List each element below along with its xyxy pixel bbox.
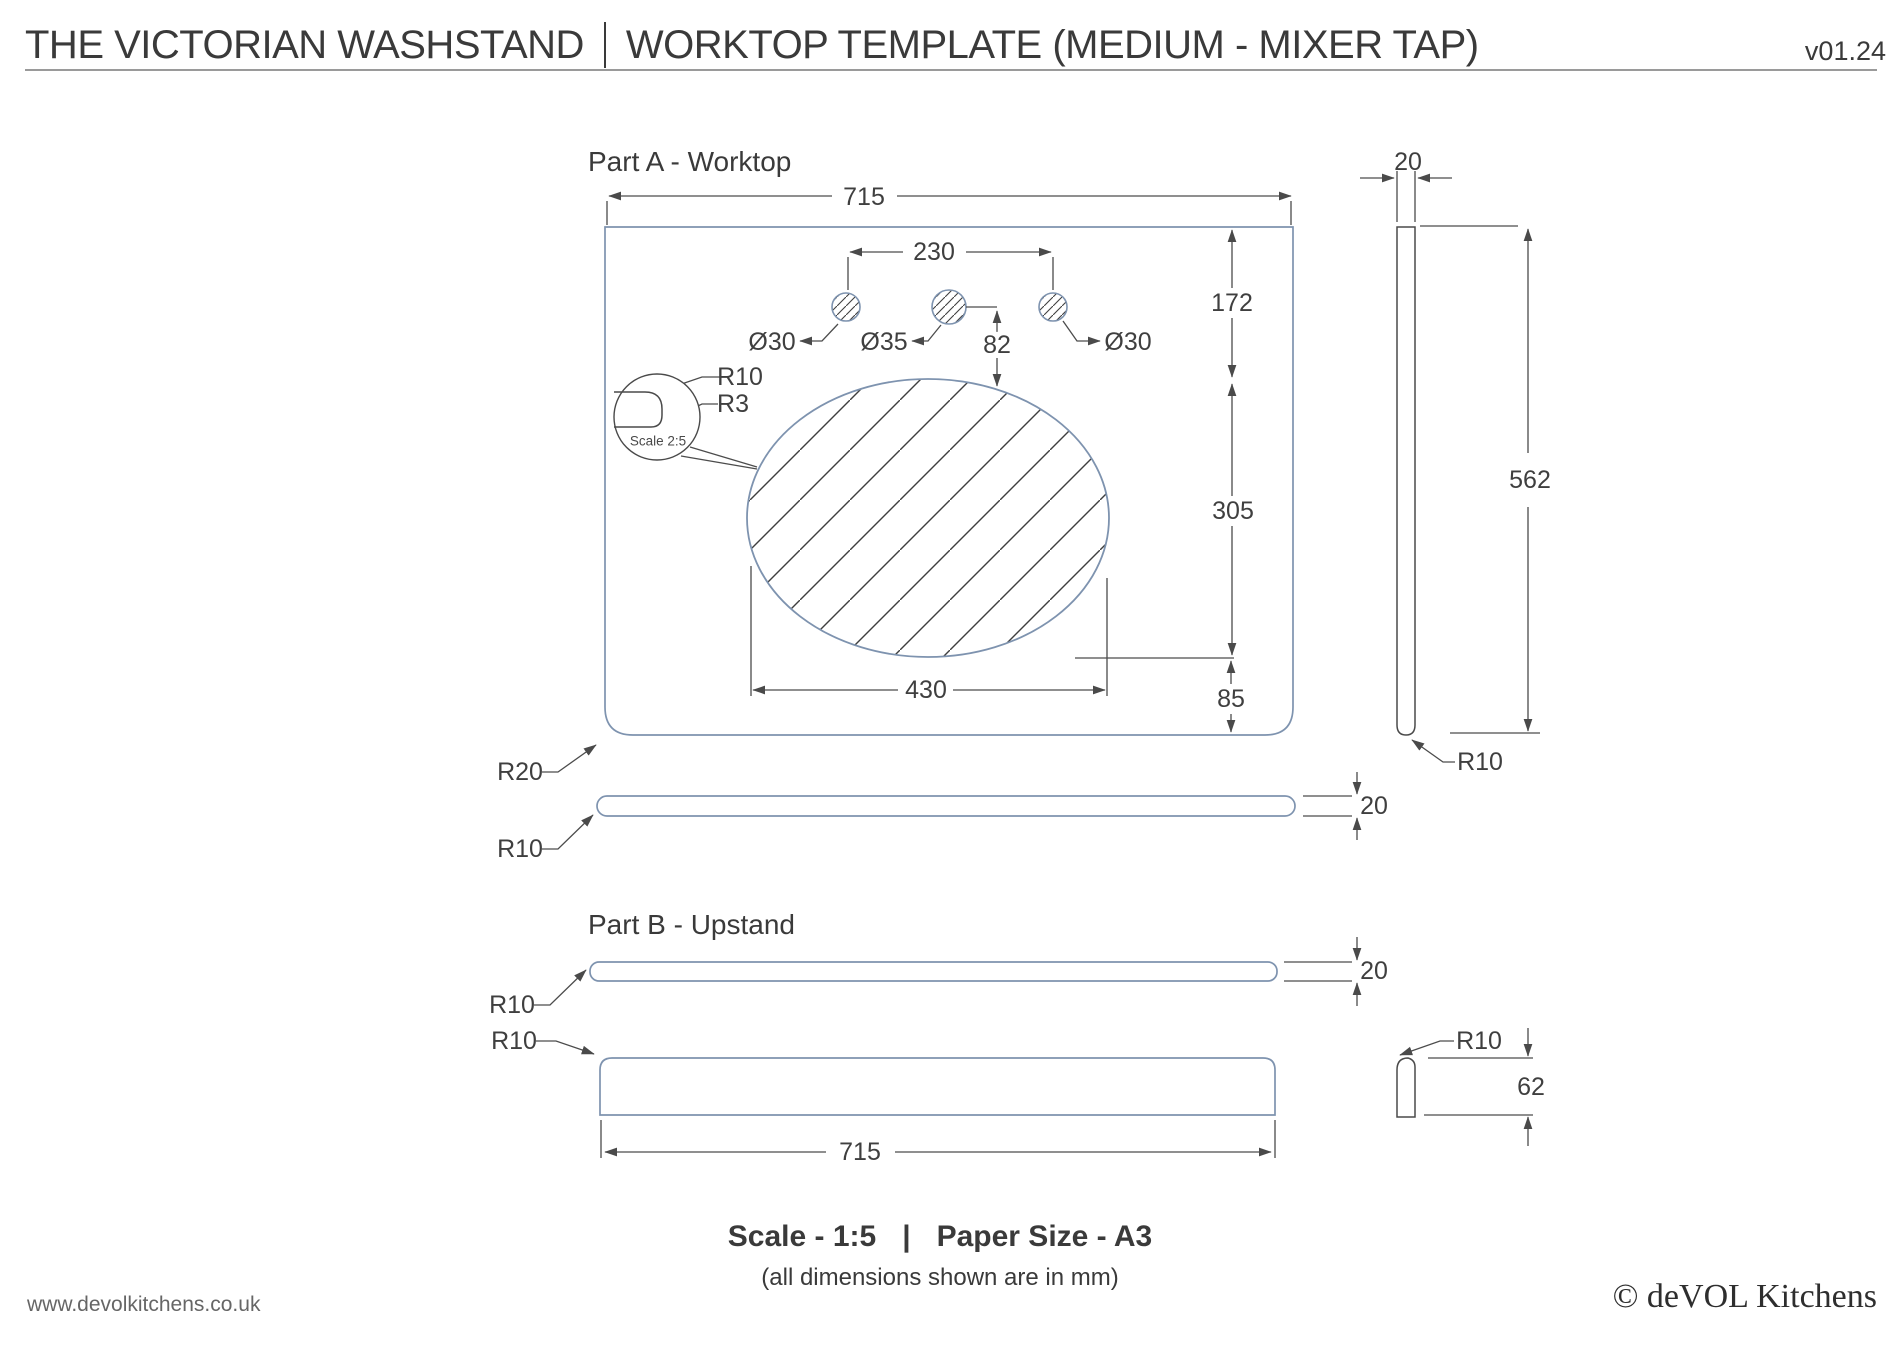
- dim-230-tap-spacing: 230: [909, 239, 959, 265]
- worktop-edge-view: [596, 795, 1296, 817]
- dim-715-worktop: 715: [839, 184, 889, 210]
- sheet-title-product: THE VICTORIAN WASHSTAND: [25, 22, 584, 67]
- r10-upstand-face-label: R10: [491, 1026, 537, 1055]
- paper-size-label: Paper Size - A3: [936, 1220, 1153, 1253]
- tap-hole-left: [831, 292, 861, 322]
- website-url: www.devolkitchens.co.uk: [27, 1293, 261, 1316]
- upstand-plan-view: [589, 961, 1278, 982]
- dim-dia30-left: Ø30: [748, 327, 796, 356]
- title-divider: [603, 22, 606, 68]
- dimension-lines: [534, 171, 1540, 1158]
- dim-430: 430: [901, 677, 951, 703]
- r10-upstand-profile-label: R10: [1456, 1026, 1502, 1055]
- dim-20-side: 20: [1394, 147, 1422, 176]
- dim-20-edge-view: 20: [1360, 791, 1388, 820]
- dim-dia30-right: Ø30: [1104, 327, 1152, 356]
- units-note: (all dimensions shown are in mm): [761, 1264, 1119, 1291]
- r10-side-bottom-label: R10: [1457, 747, 1503, 776]
- r10-upstand-plan-label: R10: [489, 990, 535, 1019]
- tap-hole-middle: [931, 289, 967, 325]
- detail-r3-label: R3: [717, 389, 749, 418]
- basin-cutout: [746, 378, 1110, 658]
- upstand-side-profile: [1396, 1057, 1416, 1118]
- dim-715-upstand: 715: [835, 1139, 885, 1165]
- part-a-title: Part A - Worktop: [588, 146, 792, 177]
- footer-separator: |: [902, 1220, 911, 1253]
- header-rule: [25, 69, 1877, 71]
- dim-305: 305: [1208, 498, 1258, 524]
- sheet-title: THE VICTORIAN WASHSTAND WORKTOP TEMPLATE…: [25, 22, 1479, 68]
- scale-label: Scale - 1:5: [727, 1220, 877, 1253]
- dim-62: 62: [1517, 1072, 1545, 1101]
- detail-r10-label: R10: [717, 362, 763, 391]
- dim-dia35-middle: Ø35: [860, 327, 908, 356]
- edge-detail-magnifier: [613, 373, 701, 461]
- dim-20-upstand: 20: [1360, 956, 1388, 985]
- dim-85: 85: [1213, 686, 1249, 712]
- worktop-plan: [596, 226, 1296, 817]
- version-label: v01.24: [1804, 36, 1886, 66]
- tap-hole-right: [1038, 292, 1068, 322]
- detail-scale-note: Scale 2:5: [629, 433, 687, 449]
- r10-edge-label: R10: [497, 834, 543, 863]
- part-b-title: Part B - Upstand: [588, 909, 795, 940]
- upstand-face-view: [599, 1057, 1276, 1116]
- dim-172: 172: [1207, 290, 1257, 316]
- dim-82: 82: [979, 332, 1015, 358]
- dim-562: 562: [1505, 467, 1555, 493]
- sheet-title-template: WORKTOP TEMPLATE (MEDIUM - MIXER TAP): [625, 22, 1479, 67]
- copyright-logo: © deVOL Kitchens: [1612, 1278, 1877, 1315]
- worktop-side-profile: [1396, 226, 1416, 736]
- footer-scale-line: Scale - 1:5 | Paper Size - A3: [728, 1220, 1152, 1254]
- upstand-views: [589, 961, 1416, 1118]
- r20-corner-label: R20: [497, 757, 543, 786]
